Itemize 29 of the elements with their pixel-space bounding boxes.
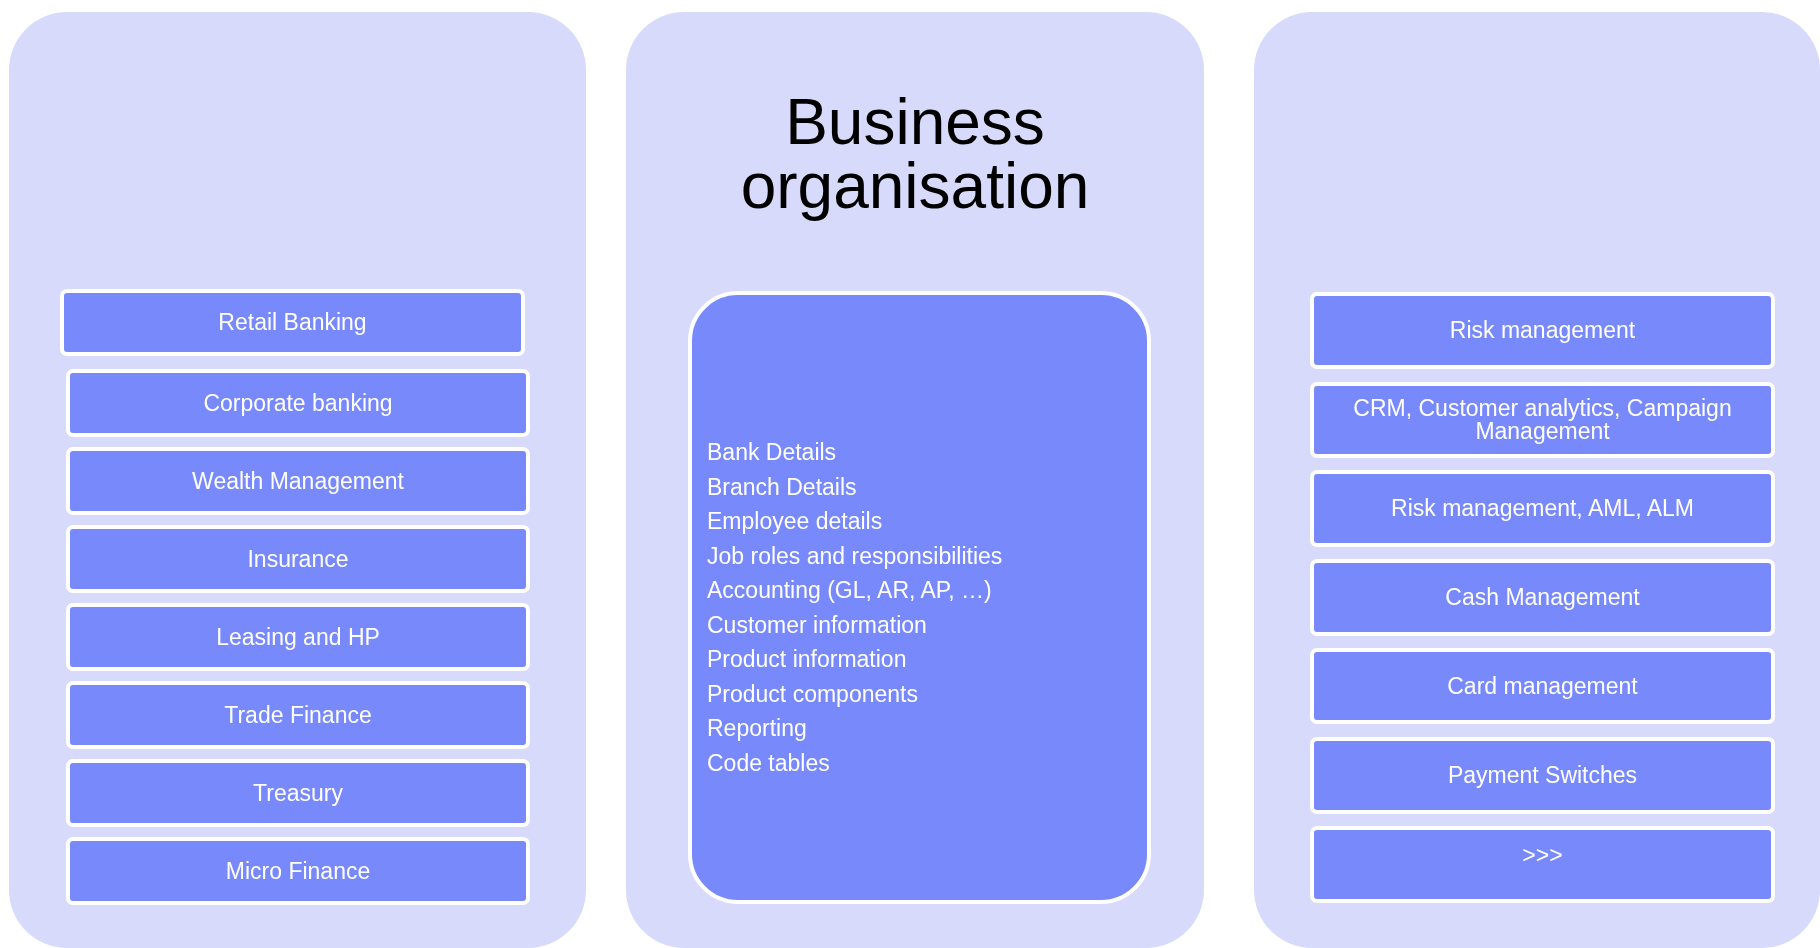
module-box: Risk management, AML, ALM [1310, 470, 1775, 547]
list-item-text: Accounting (GL, AR, AP, …) [707, 577, 992, 604]
list-item-text: Reporting [707, 715, 807, 742]
list-item-text: Code tables [707, 749, 830, 777]
module-box: Insurance [66, 525, 530, 593]
list-item-text: Customer information [707, 611, 927, 639]
list-item-text: Product components [707, 680, 918, 708]
module-box: Card management [1310, 648, 1775, 724]
list-item-text: Job roles and responsibilities [707, 542, 1003, 570]
module-box: Retail Banking [60, 289, 525, 356]
column-panel [626, 12, 1204, 948]
module-box: Corporate banking [66, 369, 530, 437]
module-box: Cash Management [1310, 559, 1775, 636]
list-item-text: Branch Details [707, 473, 857, 501]
module-box: Treasury [66, 759, 530, 827]
list-item-text: Employee details [707, 508, 883, 535]
module-box: CRM, Customer analytics, Campaign Management [1310, 382, 1775, 458]
module-box: Micro Finance [66, 837, 530, 905]
module-box: Leasing and HP [66, 603, 530, 671]
module-box: Risk management [1310, 292, 1775, 369]
module-box: Payment Switches [1310, 737, 1775, 814]
list-item-text: Product information [707, 646, 907, 673]
module-box: >>> [1310, 826, 1775, 903]
list-item-text: Bank Details [707, 439, 837, 466]
column-panel [9, 12, 586, 948]
column-panel [1254, 12, 1820, 948]
module-box: Wealth Management [66, 447, 530, 515]
module-box: Trade Finance [66, 681, 530, 749]
content-card [688, 291, 1151, 904]
